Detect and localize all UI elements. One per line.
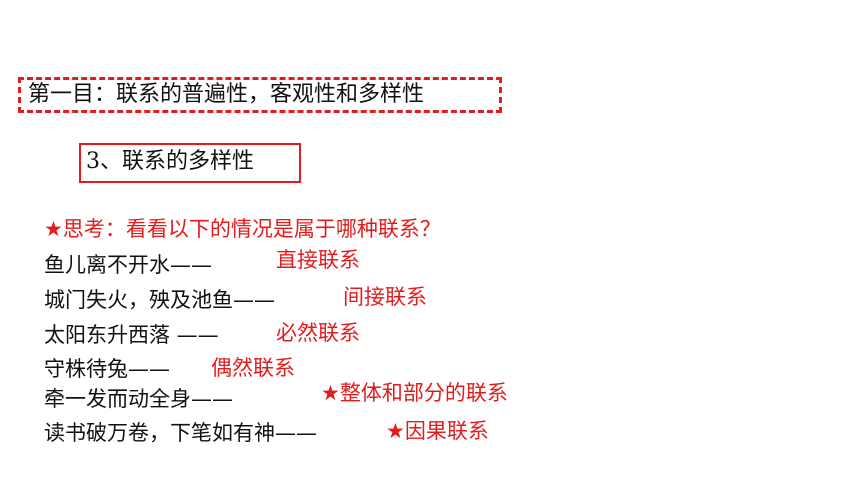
answer-item-5: ★整体和部分的联系 <box>321 381 508 405</box>
slide-title: 第一目：联系的普遍性，客观性和多样性 <box>28 82 425 107</box>
question-prompt: ★思考：看看以下的情况是属于哪种联系？ <box>44 217 441 241</box>
example-item-3: 太阳东升西落 —— <box>44 323 219 347</box>
example-item-6: 读书破万卷，下笔如有神—— <box>44 421 317 445</box>
answer-item-6: ★因果联系 <box>386 419 489 443</box>
example-item-1: 鱼儿离不开水—— <box>44 253 212 277</box>
section-frame <box>79 143 301 183</box>
answer-item-2: 间接联系 <box>343 285 427 309</box>
section-heading: 3、联系的多样性 <box>86 149 254 174</box>
example-item-5: 牵一发而动全身—— <box>44 387 233 411</box>
example-item-2: 城门失火，殃及池鱼—— <box>44 288 275 312</box>
answer-item-4: 偶然联系 <box>211 356 295 380</box>
answer-item-3: 必然联系 <box>276 321 360 345</box>
example-item-4: 守株待兔—— <box>44 357 170 381</box>
title-dashed-frame <box>18 77 502 113</box>
answer-item-1: 直接联系 <box>276 248 360 272</box>
